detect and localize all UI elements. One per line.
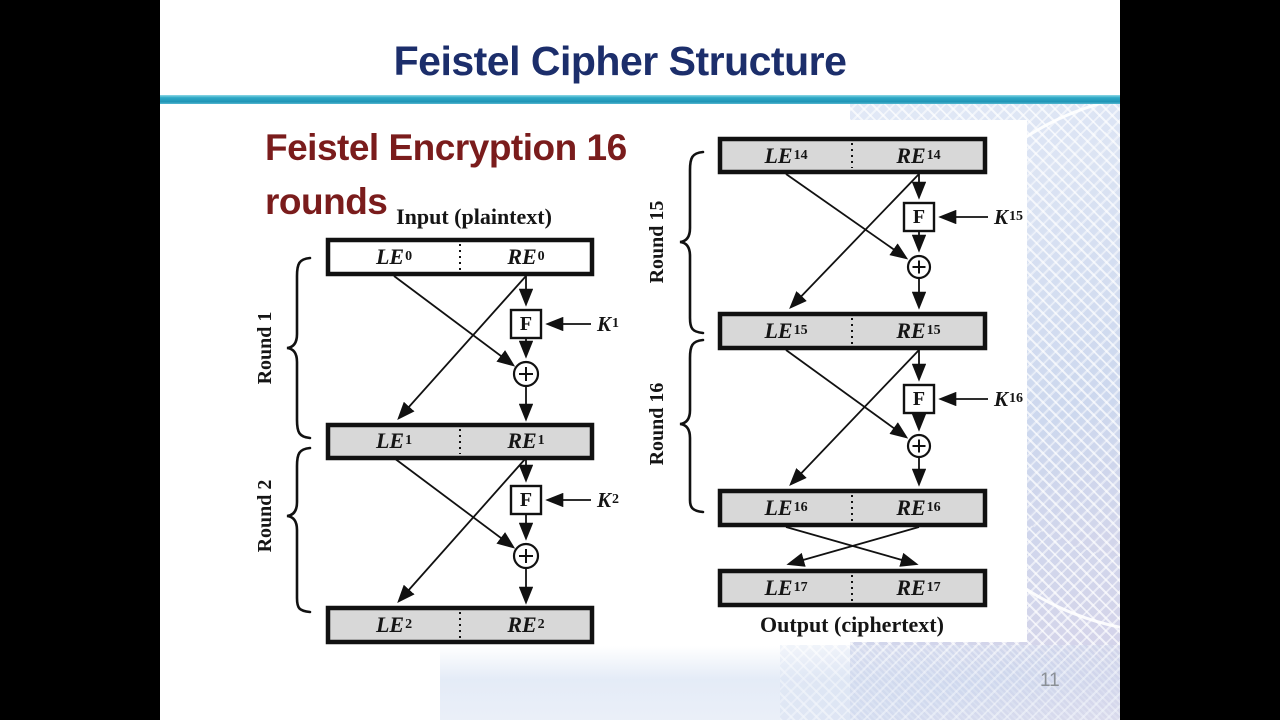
round2-label: Round 2 xyxy=(253,479,276,553)
key-base: K xyxy=(597,487,612,512)
register-sub: 2 xyxy=(537,617,545,632)
page-title: Feistel Cipher Structure xyxy=(393,38,847,84)
subtitle-line1: Feistel Encryption 16 xyxy=(265,127,627,168)
register-sub: 0 xyxy=(537,249,545,264)
register-sub: 14 xyxy=(793,148,808,163)
key-sub: 16 xyxy=(1009,391,1024,406)
background-bottom-band xyxy=(440,646,1120,720)
register-base: RE xyxy=(507,428,537,453)
right-diagram-geometry xyxy=(679,136,988,608)
left-diagram-geometry xyxy=(286,237,595,645)
diagram-geometry xyxy=(286,136,988,645)
register-base: LE xyxy=(764,143,793,168)
brace-round16 xyxy=(679,338,705,514)
register-sub: 16 xyxy=(926,500,941,515)
round16-label: Round 16 xyxy=(645,382,668,466)
register-base: LE xyxy=(764,575,793,600)
register-base: LE xyxy=(764,495,793,520)
register-base: RE xyxy=(896,318,926,343)
f-box-round16 xyxy=(902,383,936,415)
register-base: LE xyxy=(375,612,405,637)
register-sub: 17 xyxy=(793,580,808,595)
register-sub: 14 xyxy=(926,148,941,163)
f-function-label-round2: F xyxy=(519,488,533,511)
register-base: RE xyxy=(896,575,926,600)
round1-label: Round 1 xyxy=(253,311,276,385)
f-function-label-round1: F xyxy=(519,312,533,335)
register-sub: 1 xyxy=(537,433,545,448)
key-base: K xyxy=(597,311,612,336)
register-sub: 16 xyxy=(793,500,808,515)
register-base: LE xyxy=(375,244,405,269)
f-box-round1 xyxy=(509,308,543,340)
background-texture-bottom xyxy=(780,645,1120,720)
brace-round1 xyxy=(286,256,312,440)
register-base: RE xyxy=(507,244,537,269)
key-base: K xyxy=(994,386,1009,411)
register-base: LE xyxy=(764,318,793,343)
register-sub: 15 xyxy=(926,323,941,338)
key-sub: 1 xyxy=(612,316,620,331)
register-base: RE xyxy=(507,612,537,637)
key-sub: 15 xyxy=(1009,209,1024,224)
register-sub: 15 xyxy=(793,323,808,338)
register-base: LE xyxy=(375,428,405,453)
subtitle-line2: rounds xyxy=(265,181,388,222)
title-divider xyxy=(160,95,1120,104)
register-sub: 0 xyxy=(405,249,413,264)
register-sub: 17 xyxy=(926,580,941,595)
page-number: 11 xyxy=(1040,670,1060,691)
register-base: RE xyxy=(896,495,926,520)
slide: Feistel Cipher Structure Feistel Encrypt… xyxy=(160,0,1120,720)
f-function-label-round15: F xyxy=(912,205,926,228)
input-plaintext-label: Input (plaintext) xyxy=(396,204,552,229)
register-base: RE xyxy=(896,143,926,168)
key-sub: 2 xyxy=(612,492,620,507)
register-sub: 1 xyxy=(405,433,413,448)
brace-round2 xyxy=(286,446,312,614)
output-ciphertext-label: Output (ciphertext) xyxy=(760,612,944,637)
round15-label: Round 15 xyxy=(645,200,668,284)
key-base: K xyxy=(994,204,1009,229)
register-sub: 2 xyxy=(405,617,413,632)
f-function-label-round16: F xyxy=(912,387,926,410)
subtitle: Feistel Encryption 16 rounds xyxy=(265,121,627,229)
brace-round15 xyxy=(679,150,705,335)
